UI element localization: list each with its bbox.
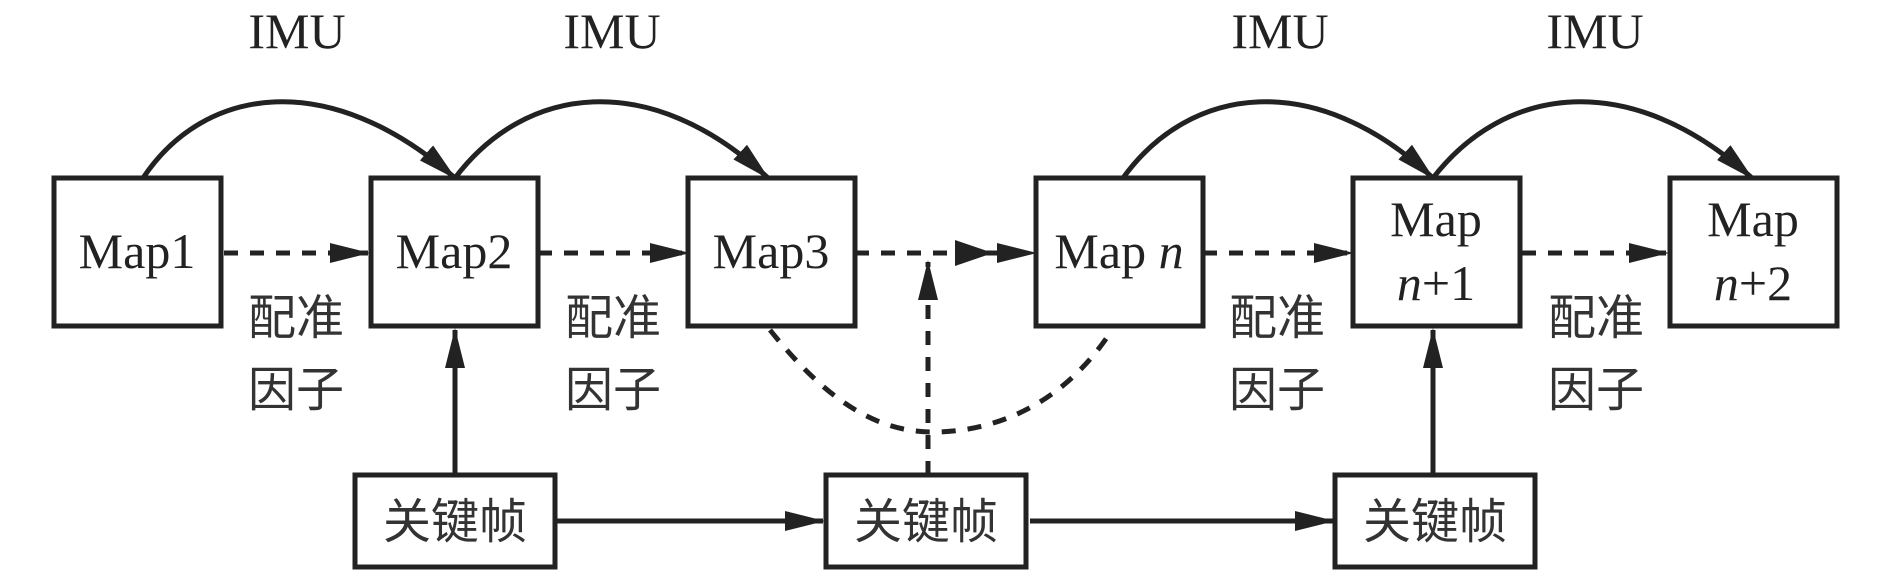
- map-n2-label-line1: Map: [1707, 191, 1799, 247]
- map-n1-box: [1350, 175, 1523, 329]
- map-n1-label-line2: n+1: [1397, 255, 1475, 311]
- dashed-loop-curve: [768, 328, 1115, 435]
- map1-label: Map1: [79, 223, 196, 279]
- keyframe-label-1: 关键帧: [383, 494, 527, 550]
- map-n2-label-line2: n+2: [1714, 255, 1792, 311]
- map2-label: Map2: [396, 223, 513, 279]
- reg-factor-label-4-line1: 配准: [1548, 290, 1644, 346]
- keyframe-label-2: 关键帧: [854, 494, 998, 550]
- reg-factor-label-2-line1: 配准: [565, 290, 661, 346]
- imu-label-1: IMU: [248, 3, 345, 59]
- map-n2-box: [1667, 175, 1840, 329]
- map-n-label: Map n: [1054, 223, 1183, 279]
- keyframe-box-2: [823, 472, 1029, 570]
- map3-box: [685, 175, 858, 329]
- imu-arrow-1-2: [140, 99, 457, 180]
- imu-arrow-n1-n2: [1431, 99, 1754, 180]
- reg-factor-label-1-line2: 因子: [248, 362, 344, 418]
- reg-factor-label-3-line1: 配准: [1229, 290, 1325, 346]
- map2-box: [368, 175, 541, 329]
- map3-label: Map3: [713, 223, 830, 279]
- imu-label-3: IMU: [1231, 3, 1328, 59]
- imu-arrow-n-n1: [1120, 99, 1435, 180]
- keyframe-box-3: [1332, 472, 1538, 570]
- reg-arrow-3-n-double-head: [955, 240, 993, 266]
- reg-factor-label-4-line2: 因子: [1548, 362, 1644, 418]
- map1-box: [51, 175, 224, 329]
- map-n-box: [1033, 175, 1206, 329]
- keyframe-box-1: [352, 472, 558, 570]
- imu-label-2: IMU: [563, 3, 660, 59]
- reg-factor-label-1-line1: 配准: [248, 290, 344, 346]
- imu-label-4: IMU: [1546, 3, 1643, 59]
- keyframe-label-3: 关键帧: [1363, 494, 1507, 550]
- reg-factor-label-2-line2: 因子: [565, 362, 661, 418]
- reg-factor-label-3-line2: 因子: [1229, 362, 1325, 418]
- imu-arrow-2-3: [453, 99, 770, 180]
- map-n1-label-line1: Map: [1390, 191, 1482, 247]
